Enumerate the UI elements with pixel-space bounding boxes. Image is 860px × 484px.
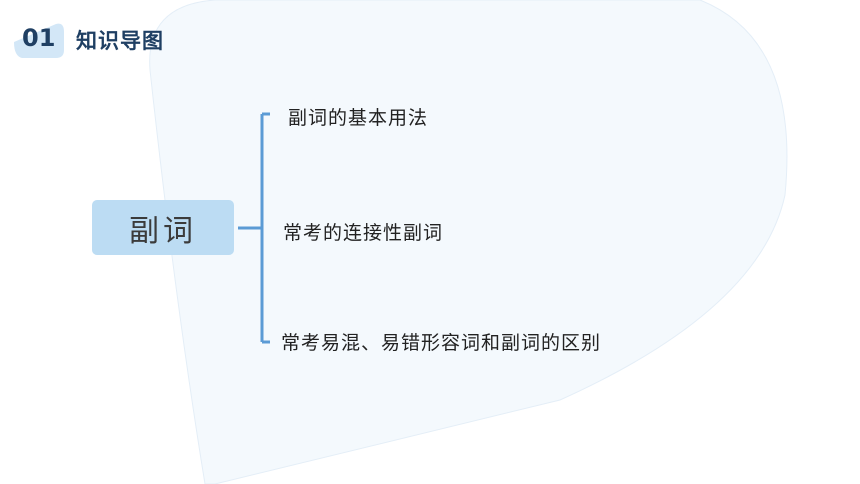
mindmap-branch-adjective-adverb-differences: 常考易混、易错形容词和副词的区别 xyxy=(281,332,602,354)
mindmap-branch-basic-usage: 副词的基本用法 xyxy=(288,107,429,129)
section-title: 知识导图 xyxy=(76,29,164,53)
section-number-badge xyxy=(14,23,64,59)
section-number: 01 xyxy=(22,24,56,52)
mindmap-root-node: 副词 xyxy=(92,200,234,255)
mindmap-branch-conjunctive-adverbs: 常考的连接性副词 xyxy=(283,222,444,244)
